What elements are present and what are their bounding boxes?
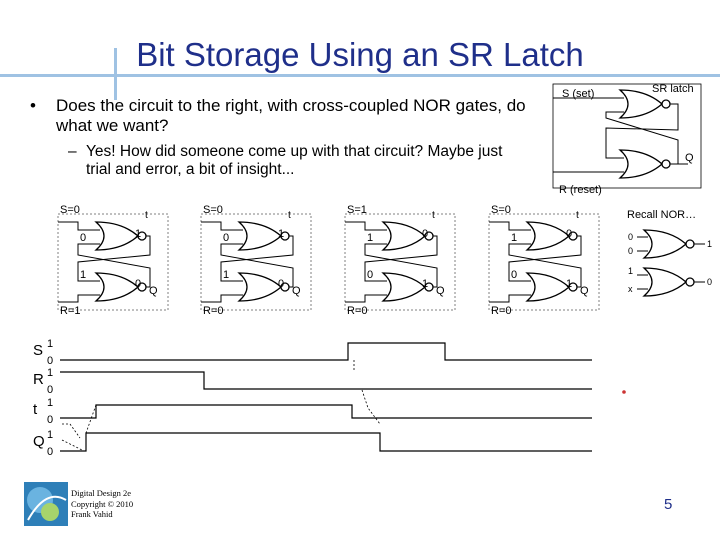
latch-q-label: Q <box>685 152 694 164</box>
recall-g1-in-b: 0 <box>628 246 633 256</box>
recall-nor-gate-2 <box>643 267 695 297</box>
panel-bottom-input-value: 0 <box>367 269 373 281</box>
panel-r-label: R=0 <box>347 305 368 317</box>
panel-t-label: t <box>576 210 579 221</box>
page-number: 5 <box>664 496 673 513</box>
panel-bottom-output-value: 0 <box>278 278 284 290</box>
signal-low-level: 0 <box>47 414 53 426</box>
footnote: Digital Design 2e Copyright © 2010 Frank… <box>71 488 191 520</box>
panel-r-label: R=1 <box>60 305 81 317</box>
panel-top-output-value: 1 <box>278 228 284 240</box>
panel-top-input-value: 0 <box>223 232 229 244</box>
panel-top-output-value: 0 <box>422 228 428 240</box>
footnote-line-1: Digital Design 2e <box>71 488 131 498</box>
panel-top-output-value: 1 <box>135 228 141 240</box>
signal-high-level: 1 <box>47 397 53 409</box>
recall-g1-out: 1 <box>707 239 712 249</box>
signal-name-q: Q <box>33 433 45 450</box>
panel-q-label: Q <box>580 285 589 297</box>
signal-name-r: R <box>33 371 44 388</box>
panel-top-output-value: 0 <box>566 228 572 240</box>
panel-r-label: R=0 <box>491 305 512 317</box>
title-accent-bar <box>0 74 720 77</box>
panel-bottom-input-value: 1 <box>223 269 229 281</box>
panel-s-label: S=0 <box>60 204 80 216</box>
waveform-t <box>60 404 592 419</box>
recall-nor: Recall NOR… 0 0 1 1 x 0 <box>627 209 712 297</box>
recall-g2-in-a: 1 <box>628 266 633 276</box>
recall-g2-out: 0 <box>707 277 712 287</box>
panel-s-label: S=1 <box>347 204 367 216</box>
panel-top-input-value: 1 <box>511 232 517 244</box>
red-dot <box>622 390 626 394</box>
waveform-q <box>60 432 592 452</box>
waveform-s <box>60 342 592 361</box>
panel-q-label: Q <box>149 285 158 297</box>
recall-title: Recall NOR… <box>627 209 696 221</box>
sub-bullet-text: Yes! How did someone come up with that c… <box>86 143 503 178</box>
footnote-line-3: Frank Vahid <box>71 509 113 519</box>
signal-high-level: 1 <box>47 367 53 379</box>
latch-nor-gate-bottom <box>619 149 671 179</box>
recall-nor-gate-1 <box>643 229 695 259</box>
sub-bullet-dash: – <box>68 143 77 160</box>
signal-low-level: 0 <box>47 355 53 367</box>
sr-latch-diagram: SR latch S (set) R (reset) Q <box>552 83 702 196</box>
footnote-line-2: Copyright © 2010 <box>71 498 134 509</box>
panel-bottom-input-value: 1 <box>80 269 86 281</box>
bullet-dot: • <box>30 96 36 115</box>
signal-low-level: 0 <box>47 384 53 396</box>
panel-top-input-value: 0 <box>80 232 86 244</box>
latch-title: SR latch <box>652 83 694 95</box>
panel-bottom-output-value: 1 <box>566 278 572 290</box>
signal-low-level: 0 <box>47 446 53 458</box>
signal-name-t: t <box>33 401 38 418</box>
waveform-r <box>60 371 592 390</box>
panel-bottom-output-value: 0 <box>135 278 141 290</box>
signal-high-level: 1 <box>47 338 53 350</box>
signal-name-s: S <box>33 342 43 359</box>
panel-t-label: t <box>288 210 291 221</box>
panel-bottom-output-value: 1 <box>422 278 428 290</box>
panel-bottom-input-value: 0 <box>511 269 517 281</box>
panel-q-label: Q <box>436 285 445 297</box>
panel-r-label: R=0 <box>203 305 224 317</box>
slide-title: Bit Storage Using an SR Latch <box>136 36 584 73</box>
panel-t-label: t <box>145 210 148 221</box>
recall-g1-in-a: 0 <box>628 232 633 242</box>
book-logo <box>24 482 68 526</box>
signal-high-level: 1 <box>47 429 53 441</box>
bullet-text: Does the circuit to the right, with cros… <box>56 96 526 135</box>
panel-top-input-value: 1 <box>367 232 373 244</box>
recall-g2-in-b: x <box>628 284 633 294</box>
panel-s-label: S=0 <box>491 204 511 216</box>
latch-s-label: S (set) <box>562 88 594 100</box>
title-accent-bar-vertical <box>114 48 117 100</box>
latch-r-label: R (reset) <box>559 184 602 196</box>
panel-t-label: t <box>432 210 435 221</box>
panel-s-label: S=0 <box>203 204 223 216</box>
panel-q-label: Q <box>292 285 301 297</box>
